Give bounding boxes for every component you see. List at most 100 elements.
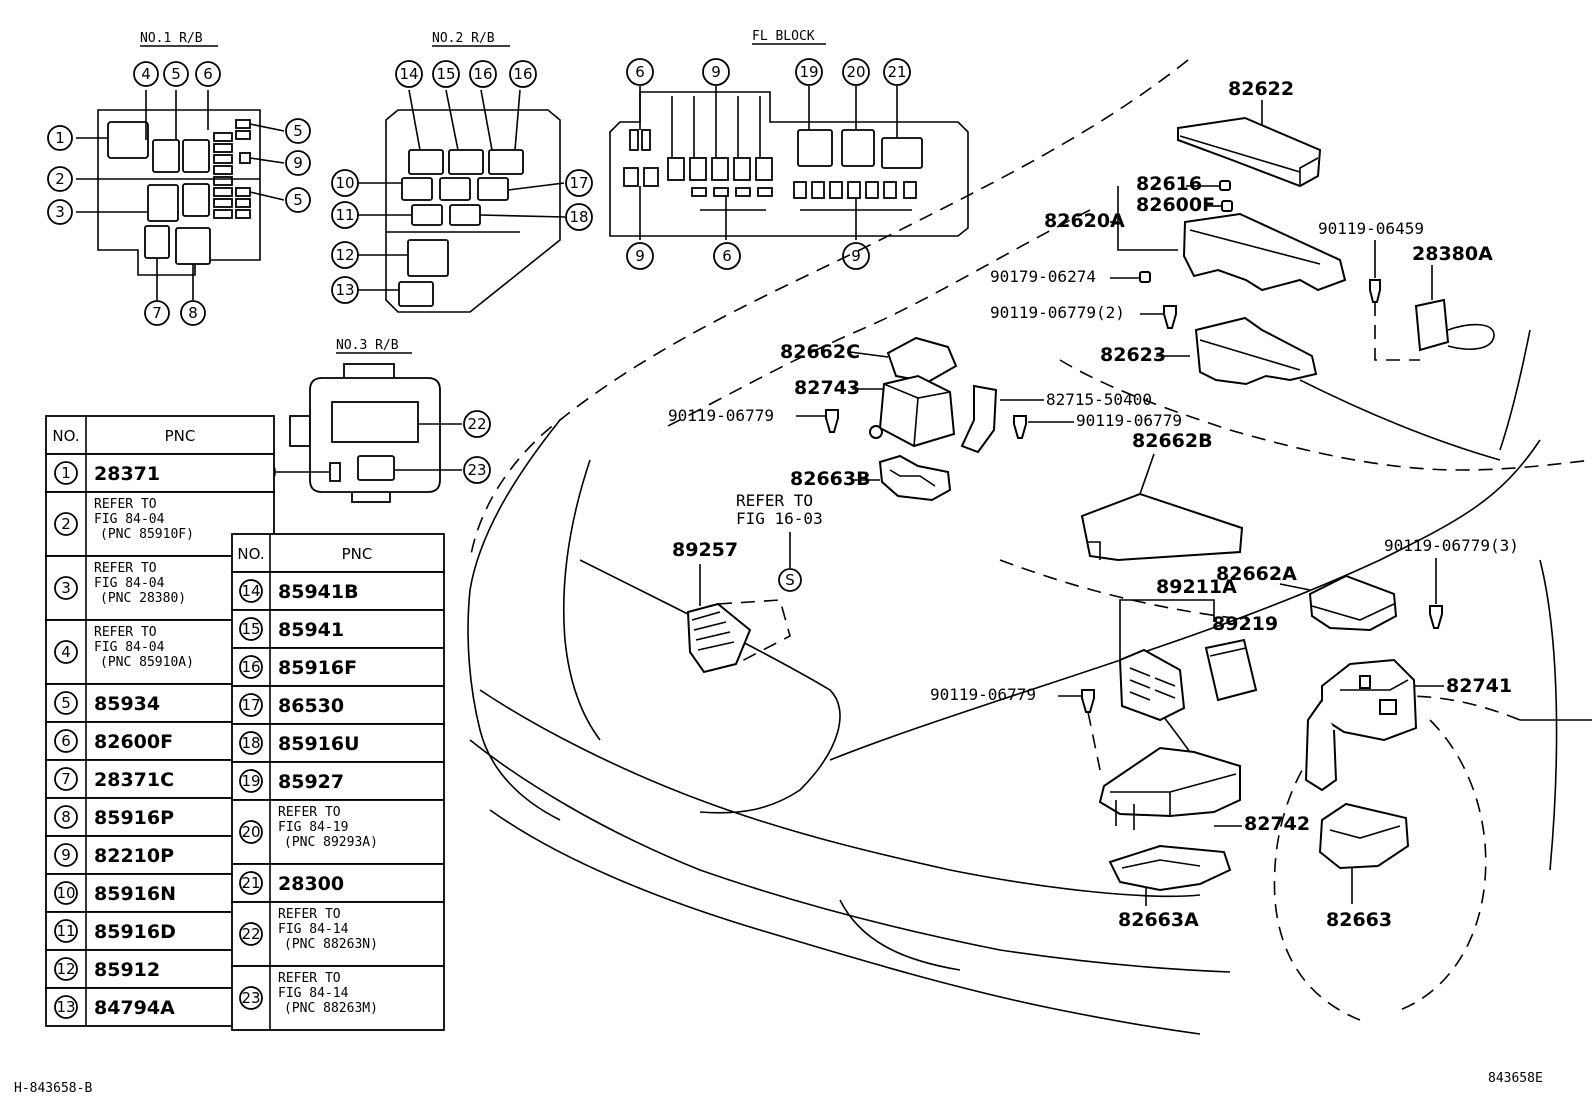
part-90179-06274: 90179-06274 [990, 267, 1151, 286]
svg-text:17: 17 [569, 174, 588, 192]
part-28380A: 28380A [1374, 243, 1495, 361]
row-pnc: 85927 [278, 771, 344, 793]
row-reference-line: (PNC 28380) [100, 591, 186, 606]
row-number-circle [54, 957, 78, 981]
part-90119-06779-3: 90119-06779(3) [1384, 536, 1519, 629]
refer-fig-16-03: REFER TO FIG 16-03 S [736, 491, 823, 592]
row-pnc: 85916N [94, 883, 176, 905]
svg-text:82741: 82741 [1446, 675, 1512, 697]
svg-text:5: 5 [293, 122, 303, 140]
svg-text:10: 10 [335, 174, 354, 192]
row-number: 8 [61, 808, 71, 826]
part-90119-06779-a: 90119-06779 [668, 406, 839, 433]
row-number-circle [239, 655, 263, 679]
no1-callout-3: 3 [47, 199, 73, 225]
svg-text:82715-50400: 82715-50400 [1046, 390, 1152, 409]
row-number-circle [54, 576, 78, 600]
part-82662A: 82662A [1216, 563, 1398, 632]
svg-text:22: 22 [467, 415, 486, 433]
row-reference-line: REFER TO [278, 805, 341, 820]
row-number: 1 [61, 464, 71, 482]
svg-text:FIG 16-03: FIG 16-03 [736, 509, 823, 528]
row-reference-line: (PNC 89293A) [284, 835, 378, 850]
row-number: 6 [61, 732, 71, 750]
svg-text:6: 6 [203, 65, 213, 83]
svg-text:4: 4 [141, 65, 151, 83]
no2-relay-block: NO.2 R/B 14 15 16 16 10 17 11 18 12 13 [331, 31, 593, 313]
row-number: 9 [61, 846, 71, 864]
svg-text:3: 3 [55, 203, 65, 221]
svg-text:82742: 82742 [1244, 813, 1310, 835]
svg-text:18: 18 [569, 208, 588, 226]
row-reference-line: FIG 84-14 [278, 986, 349, 1001]
row-number: 10 [56, 884, 75, 902]
part-82663B: 82663B [790, 454, 952, 502]
no2-callout-16b: 16 [509, 60, 537, 88]
no2-callout-12: 12 [331, 241, 359, 269]
svg-text:82662B: 82662B [1132, 430, 1213, 452]
row-number-circle [239, 579, 263, 603]
header-no: NO. [52, 427, 79, 445]
row-number-circle [54, 461, 78, 485]
part-90119-06459: 90119-06459 [1318, 219, 1424, 303]
svg-text:90119-06779: 90119-06779 [1076, 411, 1182, 430]
part-89219: 89219 [1204, 612, 1278, 702]
svg-text:89219: 89219 [1212, 613, 1278, 635]
row-reference-line: REFER TO [278, 907, 341, 922]
svg-text:9: 9 [851, 247, 861, 265]
row-number: 14 [241, 582, 260, 600]
part-82622: 82622 [1177, 78, 1322, 188]
no3-callout-23: 23 [463, 456, 491, 484]
header-no: NO. [237, 545, 264, 563]
no1-callout-8: 8 [180, 300, 206, 326]
svg-text:90179-06274: 90179-06274 [990, 267, 1096, 286]
row-number-circle [54, 640, 78, 664]
svg-text:6: 6 [635, 63, 645, 81]
svg-text:19: 19 [799, 63, 818, 81]
svg-text:20: 20 [846, 63, 865, 81]
no2-callout-10: 10 [331, 169, 359, 197]
row-number: 23 [241, 989, 260, 1007]
fl-callout-19: 19 [795, 58, 823, 86]
row-pnc: 85912 [94, 959, 160, 981]
svg-text:9: 9 [293, 154, 303, 172]
svg-text:REFER TO: REFER TO [736, 491, 813, 510]
row-reference-line: REFER TO [94, 497, 157, 512]
row-reference-line: REFER TO [94, 625, 157, 640]
row-pnc: 85916D [94, 921, 176, 943]
row-reference-line: (PNC 85910F) [100, 527, 194, 542]
svg-text:16: 16 [513, 65, 532, 83]
no3-title: NO.3 R/B [336, 338, 399, 353]
row-reference-line: FIG 84-04 [94, 512, 165, 527]
svg-text:90119-06779: 90119-06779 [930, 685, 1036, 704]
svg-text:9: 9 [635, 247, 645, 265]
no3-relay-block: NO.3 R/B 22 6 23 [250, 338, 491, 503]
svg-text:82622: 82622 [1228, 78, 1294, 100]
part-82662C: 82662C [780, 336, 958, 384]
no1-callout-6: 6 [195, 61, 221, 87]
fl-callout-20: 20 [842, 58, 870, 86]
row-pnc: 82600F [94, 731, 173, 753]
svg-text:90119-06779: 90119-06779 [668, 406, 774, 425]
row-number: 5 [61, 694, 71, 712]
row-number: 18 [241, 734, 260, 752]
fl-callout-6: 6 [626, 58, 654, 86]
svg-text:82616: 82616 [1136, 173, 1202, 195]
svg-text:82662A: 82662A [1216, 563, 1297, 585]
svg-text:2: 2 [55, 170, 65, 188]
svg-text:13: 13 [335, 281, 354, 299]
row-number-circle [54, 767, 78, 791]
row-number-circle [239, 693, 263, 717]
part-90119-06779-c: 90119-06779 [930, 685, 1101, 771]
svg-text:14: 14 [399, 65, 418, 83]
row-number-circle [239, 922, 263, 946]
row-number: 4 [61, 643, 71, 661]
row-number: 7 [61, 770, 71, 788]
no1-title: NO.1 R/B [140, 31, 203, 46]
row-number-circle [54, 805, 78, 829]
